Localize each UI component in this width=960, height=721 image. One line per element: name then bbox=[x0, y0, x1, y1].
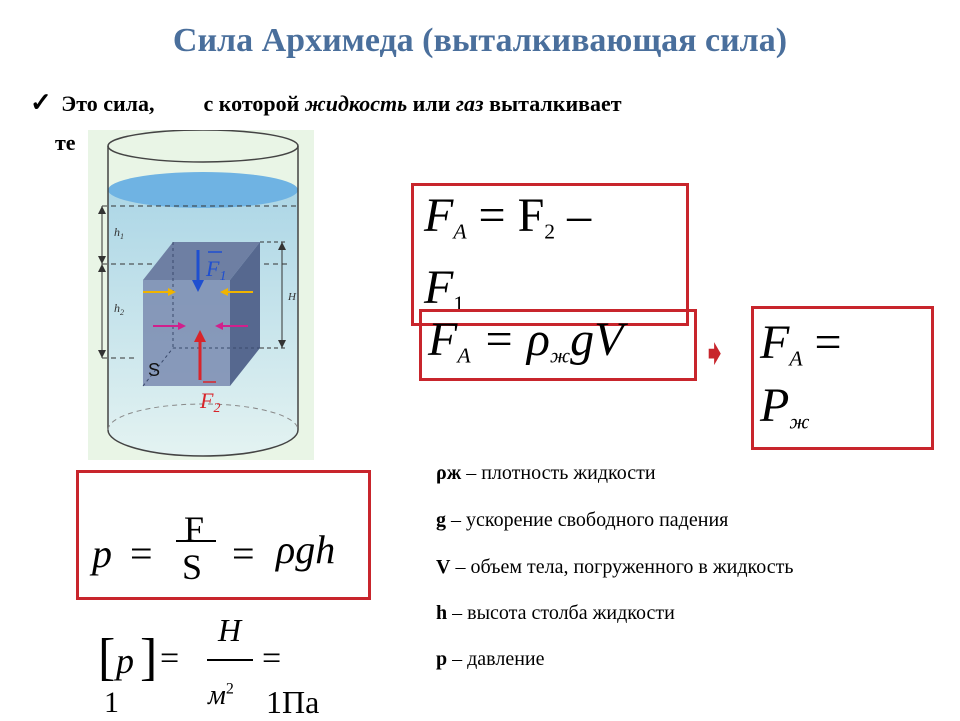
formula-box-1 bbox=[411, 183, 689, 326]
pressure-fraction-bar bbox=[176, 540, 216, 542]
formula-box-2 bbox=[419, 309, 697, 381]
svg-text:h1: h1 bbox=[114, 225, 124, 241]
water-surface bbox=[108, 172, 298, 208]
bullet-line: ✓ Это сила, с которой жидкость или газ в… bbox=[30, 88, 622, 118]
checkmark-icon: ✓ bbox=[30, 88, 52, 117]
cube-top bbox=[143, 242, 260, 280]
bullet-text-2: с которой bbox=[203, 91, 300, 116]
unit-num: Н bbox=[218, 612, 242, 648]
pressure-num: F bbox=[184, 509, 205, 549]
bullet-continuation: те bbox=[55, 130, 76, 155]
unit-fraction-bar bbox=[207, 659, 253, 661]
unit-den: м2 bbox=[208, 680, 234, 711]
cube-front bbox=[143, 280, 230, 386]
formula-3-line1: FA = bbox=[760, 316, 842, 371]
F1-label: F bbox=[205, 256, 220, 281]
pressure-den: S bbox=[182, 547, 203, 587]
page-title: Сила Архимеда (выталкивающая сила) bbox=[172, 22, 788, 59]
S-label: S bbox=[148, 360, 160, 380]
definition-p: p – давление bbox=[436, 648, 545, 670]
formula-box-4 bbox=[76, 470, 371, 600]
formula-1-line2: F1 bbox=[424, 261, 465, 316]
definition-h: h – высота столба жидкости bbox=[436, 602, 675, 624]
bullet-text-4: или bbox=[412, 91, 451, 116]
pressure-rhs: ρgh bbox=[276, 527, 336, 572]
unit-one: 1 bbox=[104, 686, 119, 719]
archimedes-illustration: h1 h2 H S F1 F2 bbox=[88, 129, 314, 460]
h2-label: h bbox=[114, 301, 120, 315]
formula-1-line1: FA = F2 – bbox=[424, 189, 592, 244]
definition-rho: ρж – плотность жидкости bbox=[436, 462, 656, 484]
bullet-text-1: Это сила, bbox=[61, 91, 155, 116]
definition-g: g – ускорение свободного падения bbox=[436, 509, 729, 531]
pressure-p: p bbox=[92, 531, 112, 576]
unit-p: p bbox=[116, 641, 134, 681]
bullet-text-6: выталкивает bbox=[489, 91, 622, 116]
bullet-text-3: жидкость bbox=[304, 91, 408, 116]
svg-text:F2: F2 bbox=[199, 388, 220, 416]
pressure-eq1: = bbox=[130, 531, 153, 576]
definition-V: V – объем тела, погруженного в жидкость bbox=[436, 556, 794, 578]
cube-side bbox=[230, 242, 260, 386]
unit-eq2: = bbox=[262, 640, 282, 677]
unit-eq: = bbox=[160, 640, 180, 677]
svg-text:F1: F1 bbox=[205, 256, 226, 284]
h1-label: h bbox=[114, 225, 120, 239]
unit-rhs: 1Па bbox=[266, 684, 320, 720]
H-label: H bbox=[287, 291, 297, 303]
cylinder-diagram: h1 h2 H S F1 F2 bbox=[98, 129, 299, 457]
formula-box-3 bbox=[751, 306, 934, 450]
formula-3-line2: Pж bbox=[760, 379, 810, 434]
unit-bracket-close: ] bbox=[140, 629, 158, 686]
pressure-eq2: = bbox=[232, 531, 255, 576]
unit-bracket-open: [ bbox=[98, 629, 116, 686]
F2-label: F bbox=[199, 388, 214, 413]
bullet-text-5: газ bbox=[455, 91, 484, 116]
formula-2: FA = ρжgV bbox=[428, 313, 624, 368]
right-arrow-icon: ➧ bbox=[702, 337, 728, 370]
cylinder-top bbox=[107, 129, 299, 163]
svg-text:h2: h2 bbox=[114, 301, 124, 317]
